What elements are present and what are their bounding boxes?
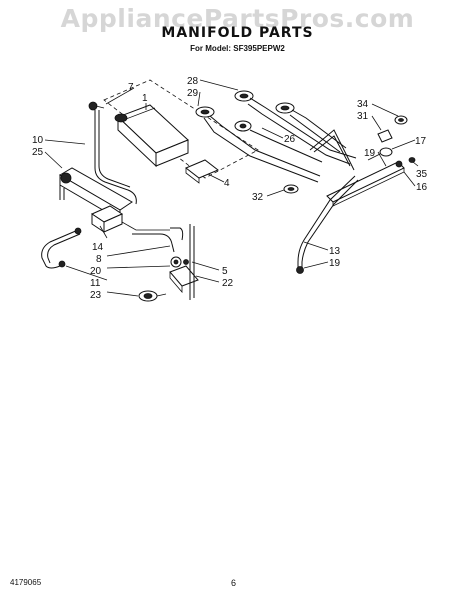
label-part-19-lower: 19: [329, 258, 341, 269]
label-part-8: 8: [96, 254, 102, 265]
label-part-17: 17: [415, 136, 427, 147]
label-part-29: 29: [187, 88, 199, 99]
label-part-4: 4: [224, 178, 230, 189]
spark-module: [90, 205, 170, 233]
thermostat-fitting: [138, 290, 167, 302]
fitting-35: [408, 157, 416, 163]
label-part-19-upper: 19: [364, 148, 376, 159]
label-part-16: 16: [416, 182, 428, 193]
regulator-part: [114, 104, 189, 168]
bracket-part: [185, 159, 219, 184]
label-part-28: 28: [187, 76, 199, 87]
long-gas-tube: [296, 175, 359, 274]
fitting-part: [88, 101, 105, 111]
burner-tube-rear-right: [234, 90, 357, 165]
page-title: MANIFOLD PARTS: [161, 25, 314, 41]
burner-tube-front-right: [275, 102, 347, 153]
burner-tube-rear-left: [195, 106, 321, 183]
label-part-11: 11: [90, 278, 101, 289]
label-part-26: 26: [284, 134, 296, 145]
label-part-7: 7: [128, 82, 134, 93]
lower-pipe-loop: [41, 227, 82, 269]
label-part-25: 25: [32, 147, 44, 158]
label-part-14: 14: [92, 242, 104, 253]
model-subtitle: For Model: SF395PEPW2: [190, 44, 285, 53]
label-part-5: 5: [222, 266, 228, 277]
label-part-13: 13: [329, 246, 341, 257]
label-part-32: 32: [252, 192, 264, 203]
label-part-10: 10: [32, 135, 44, 146]
document-number: 4179065: [10, 578, 42, 587]
leader-lines: [44, 79, 419, 297]
label-part-22: 22: [222, 278, 234, 289]
label-part-31: 31: [357, 111, 369, 122]
center-tube: [132, 227, 184, 253]
burner-cap-34: [394, 115, 408, 125]
label-part-34: 34: [357, 99, 369, 110]
orifice-32: [283, 184, 299, 194]
burner-tube-front-left: [234, 120, 323, 163]
orifice-17: [367, 147, 393, 161]
label-part-20: 20: [90, 266, 102, 277]
watermark-text: AppliancePartsPros.com: [60, 4, 415, 33]
orifice-31: [377, 129, 393, 143]
crossover-tube: [309, 129, 355, 171]
page-number: 6: [231, 578, 237, 588]
label-part-35: 35: [416, 169, 428, 180]
shutoff-valve: [169, 224, 199, 300]
gas-tube-left: [94, 110, 137, 205]
label-part-23: 23: [90, 290, 102, 301]
label-part-1: 1: [142, 93, 148, 104]
